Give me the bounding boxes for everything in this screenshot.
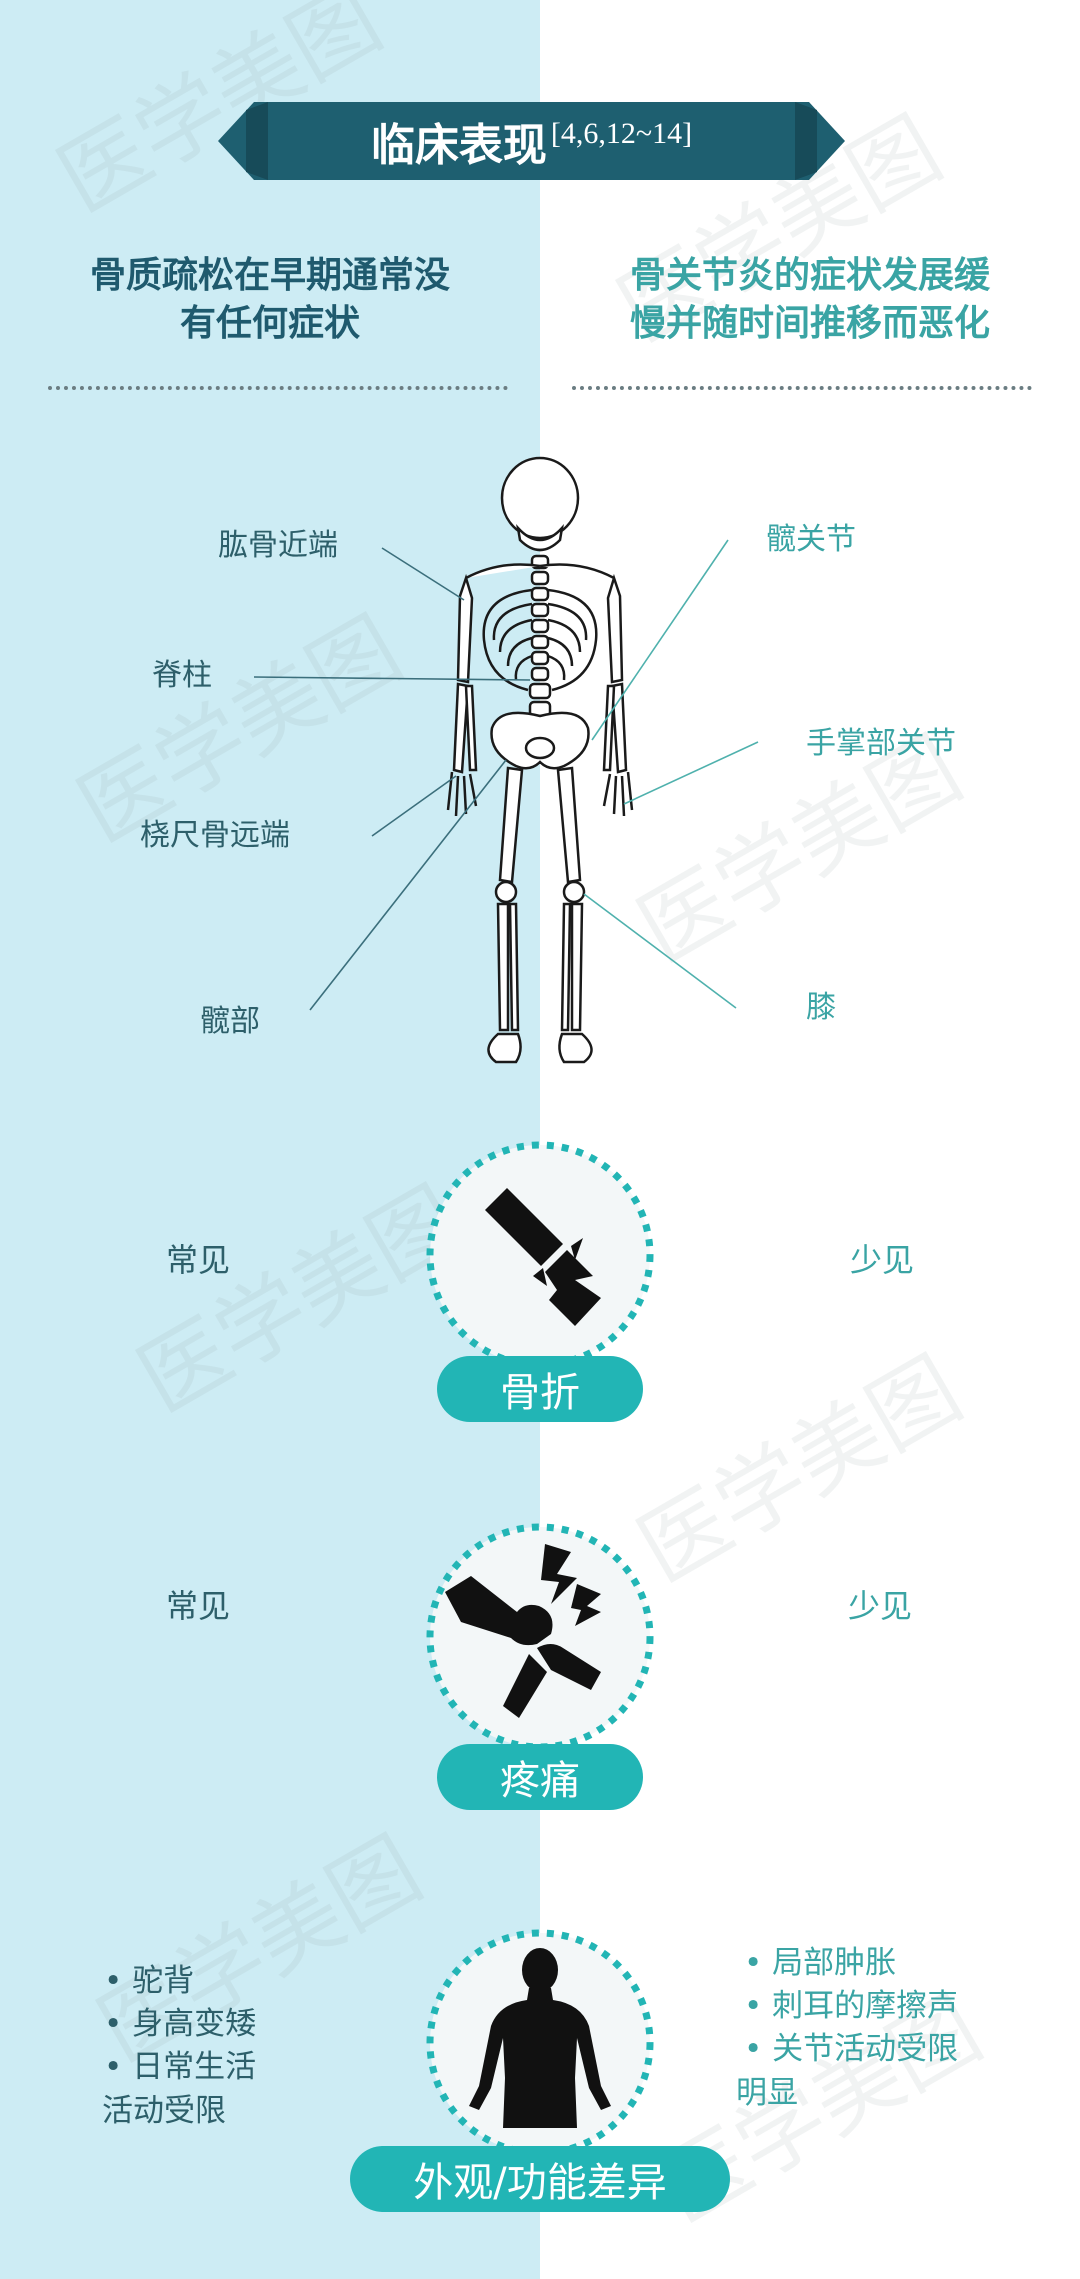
pain-label: 疼痛: [437, 1744, 643, 1810]
fracture-osteoarthritis-frequency: 少见: [850, 1241, 915, 1279]
label-hip: 髋部: [200, 1004, 260, 1039]
joint-pain-icon: [425, 1522, 655, 1752]
osteoarthritis-heading: 骨关节炎的症状发展缓 慢并随时间推移而恶化: [629, 255, 990, 344]
label-distal-radius-ulna: 桡尺骨远端: [140, 818, 290, 853]
list-item: • 身高变矮: [104, 2006, 257, 2042]
left-divider: [48, 386, 508, 390]
list-item-continuation: 活动受限: [102, 2093, 226, 2129]
skeleton-illustration: [253, 456, 759, 1064]
pain-osteoporosis-frequency: 常见: [166, 1587, 231, 1625]
reference-marker: [4,6,12~14]: [550, 117, 693, 150]
right-column-background: [540, 0, 1080, 2279]
human-body-icon: [425, 1928, 655, 2158]
fracture-osteoporosis-frequency: 常见: [166, 1241, 231, 1279]
osteoporosis-appearance-list: • 驼背 • 身高变矮 • 日常生活: [104, 1960, 256, 2089]
label-proximal-humerus: 肱骨近端: [218, 528, 338, 563]
broken-bone-icon: [425, 1140, 655, 1370]
label-hand-joints: 手掌部关节: [806, 726, 956, 761]
list-item-continuation: 明显: [736, 2075, 798, 2111]
list-item: • 局部肿胀: [744, 1945, 897, 1981]
appearance-function-label: 外观/功能差异: [350, 2146, 730, 2212]
label-knee: 膝: [806, 990, 836, 1025]
osteoarthritis-appearance-list: • 局部肿胀 • 刺耳的摩擦声 • 关节活动受限: [744, 1942, 958, 2071]
title-banner: 临床表现 [4,6,12~14]: [218, 102, 845, 180]
left-column-background: [0, 0, 540, 2279]
pain-osteoarthritis-frequency: 少见: [848, 1587, 913, 1625]
fracture-label: 骨折: [437, 1356, 643, 1422]
list-item: • 关节活动受限: [744, 2031, 959, 2067]
label-hip-joint: 髋关节: [766, 522, 856, 557]
right-divider: [572, 386, 1032, 390]
list-item: • 刺耳的摩擦声: [744, 1988, 959, 2024]
label-spine: 脊柱: [152, 658, 212, 693]
osteoporosis-heading: 骨质疏松在早期通常没 有任何症状: [89, 255, 450, 344]
list-item: • 日常生活: [104, 2049, 257, 2085]
list-item: • 驼背: [104, 1963, 195, 1999]
page-title: 临床表现: [370, 120, 547, 171]
